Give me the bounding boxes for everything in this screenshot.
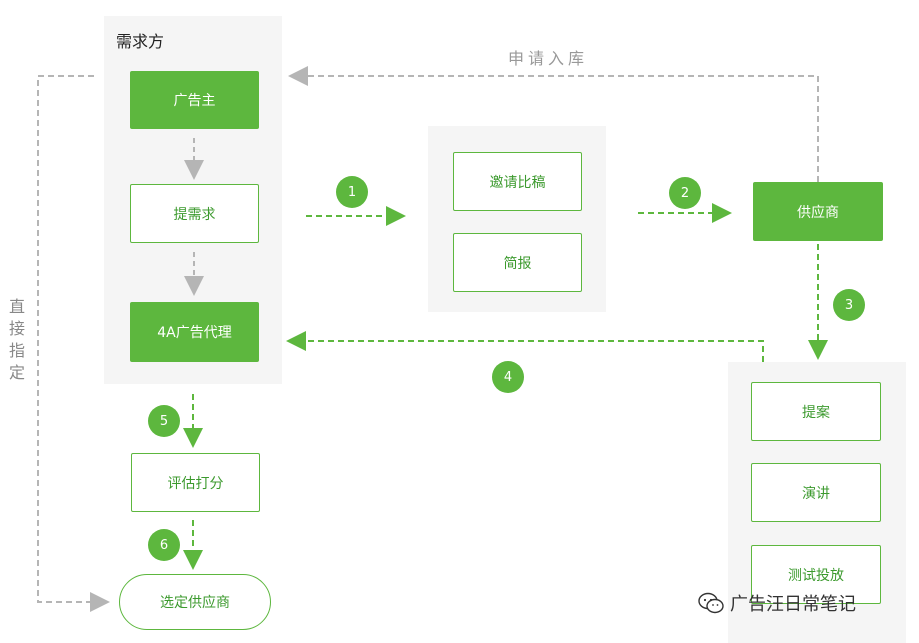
supplier-box: 供应商 bbox=[753, 182, 883, 241]
proposal-box: 提案 bbox=[751, 382, 881, 441]
agency-box: 4A广告代理 bbox=[130, 302, 259, 362]
test-launch-box: 测试投放 bbox=[751, 545, 881, 604]
wechat-icon bbox=[698, 592, 724, 614]
watermark: 广告汪日常笔记 bbox=[698, 590, 856, 616]
step-3-badge: 3 bbox=[833, 289, 865, 321]
request-box: 提需求 bbox=[130, 184, 259, 243]
advertiser-box: 广告主 bbox=[130, 71, 259, 129]
direct-assign-label: 直 接 指 定 bbox=[8, 297, 25, 382]
invite-bid-box: 邀请比稿 bbox=[453, 152, 582, 211]
step-4-badge: 4 bbox=[492, 361, 524, 393]
select-supplier-box: 选定供应商 bbox=[119, 574, 271, 630]
presentation-box: 演讲 bbox=[751, 463, 881, 522]
arrow-apply bbox=[288, 66, 819, 182]
brief-box: 简报 bbox=[453, 233, 582, 292]
step-6-badge: 6 bbox=[148, 529, 180, 561]
step-2-badge: 2 bbox=[669, 177, 701, 209]
arrow-step4 bbox=[286, 331, 764, 362]
demand-panel-title: 需求方 bbox=[116, 32, 165, 51]
step-1-badge: 1 bbox=[336, 176, 368, 208]
watermark-text: 广告汪日常笔记 bbox=[730, 594, 856, 615]
step-5-badge: 5 bbox=[148, 405, 180, 437]
apply-label: 申请入库 bbox=[508, 49, 589, 68]
arrow-direct bbox=[37, 75, 110, 612]
evaluate-box: 评估打分 bbox=[131, 453, 260, 512]
